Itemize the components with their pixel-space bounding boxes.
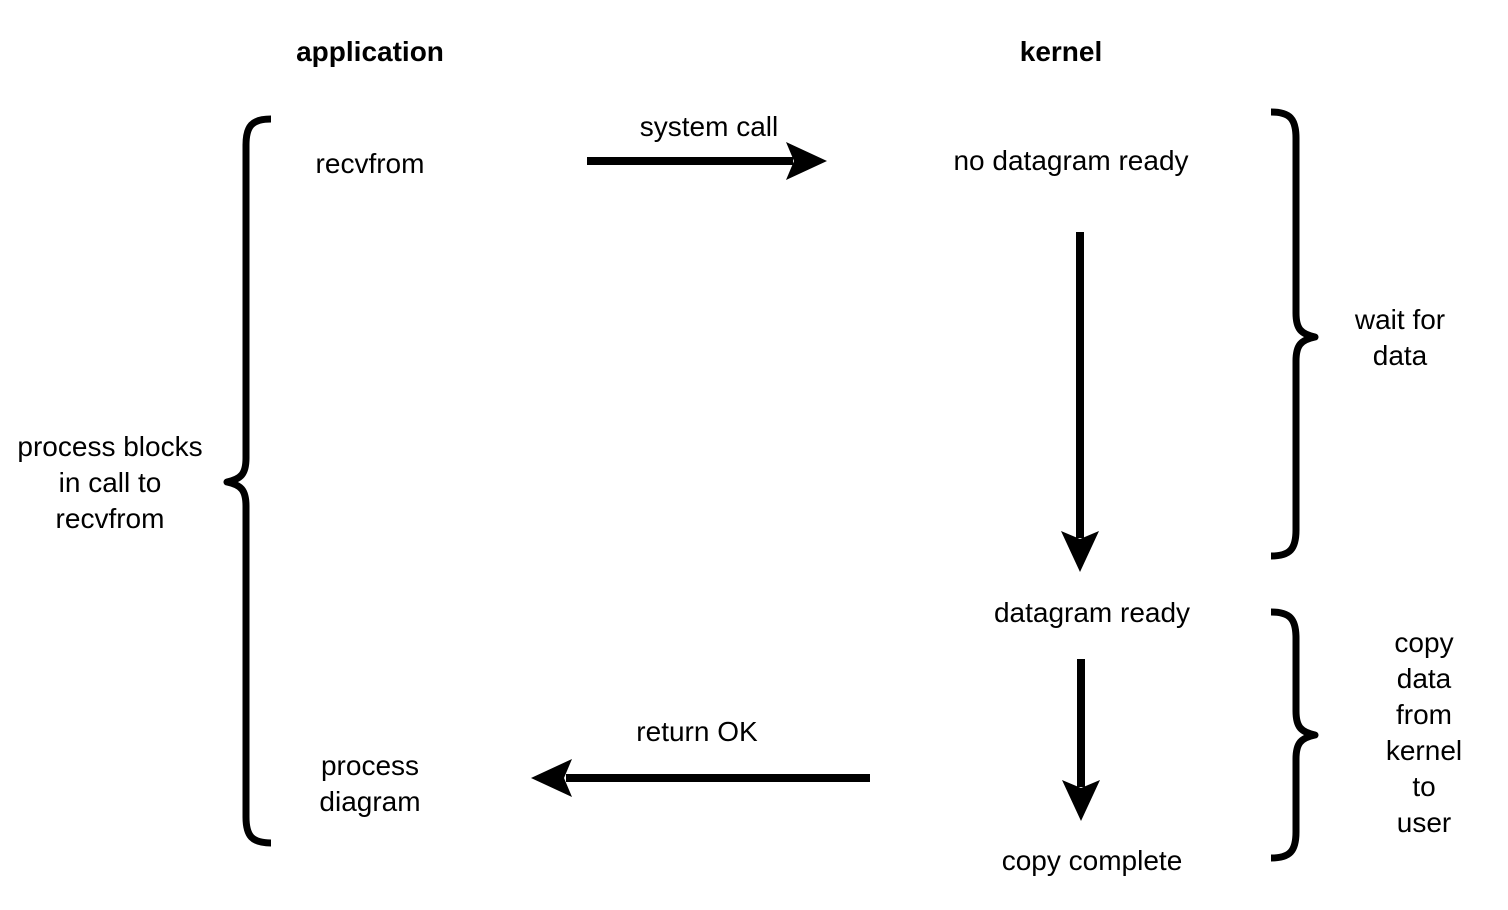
kernel-wait-arrow xyxy=(1061,232,1099,572)
down-arrowhead-icon xyxy=(1061,531,1099,572)
wait-for-data-annotation: wait for data xyxy=(1354,304,1446,371)
copy-complete-label: copy complete xyxy=(1001,845,1183,876)
process-blocks-brace xyxy=(223,115,272,847)
copy-data-brace xyxy=(1270,608,1319,862)
return-ok-label: return OK xyxy=(636,716,758,747)
datagram-ready-label: datagram ready xyxy=(993,597,1191,628)
process-blocks-annotation: process blocks in call to recvfrom xyxy=(17,431,203,534)
no-datagram-ready-label: no datagram ready xyxy=(953,145,1189,176)
return-ok-arrow xyxy=(531,759,870,797)
recvfrom-label: recvfrom xyxy=(315,148,425,179)
system-call-label: system call xyxy=(639,111,779,142)
application-column-header: application xyxy=(296,36,444,67)
process-diagram-label: process diagram xyxy=(319,750,421,817)
kernel-column-header: kernel xyxy=(1019,36,1103,67)
left-arrowhead-icon xyxy=(531,759,572,797)
kernel-copy-arrow xyxy=(1062,659,1100,821)
right-arrowhead-icon xyxy=(786,142,827,180)
system-call-arrow xyxy=(587,142,827,180)
copy-data-annotation: copy data from kernel to user xyxy=(1385,627,1463,838)
wait-for-data-brace xyxy=(1270,108,1319,560)
down-arrowhead-icon xyxy=(1062,780,1100,821)
